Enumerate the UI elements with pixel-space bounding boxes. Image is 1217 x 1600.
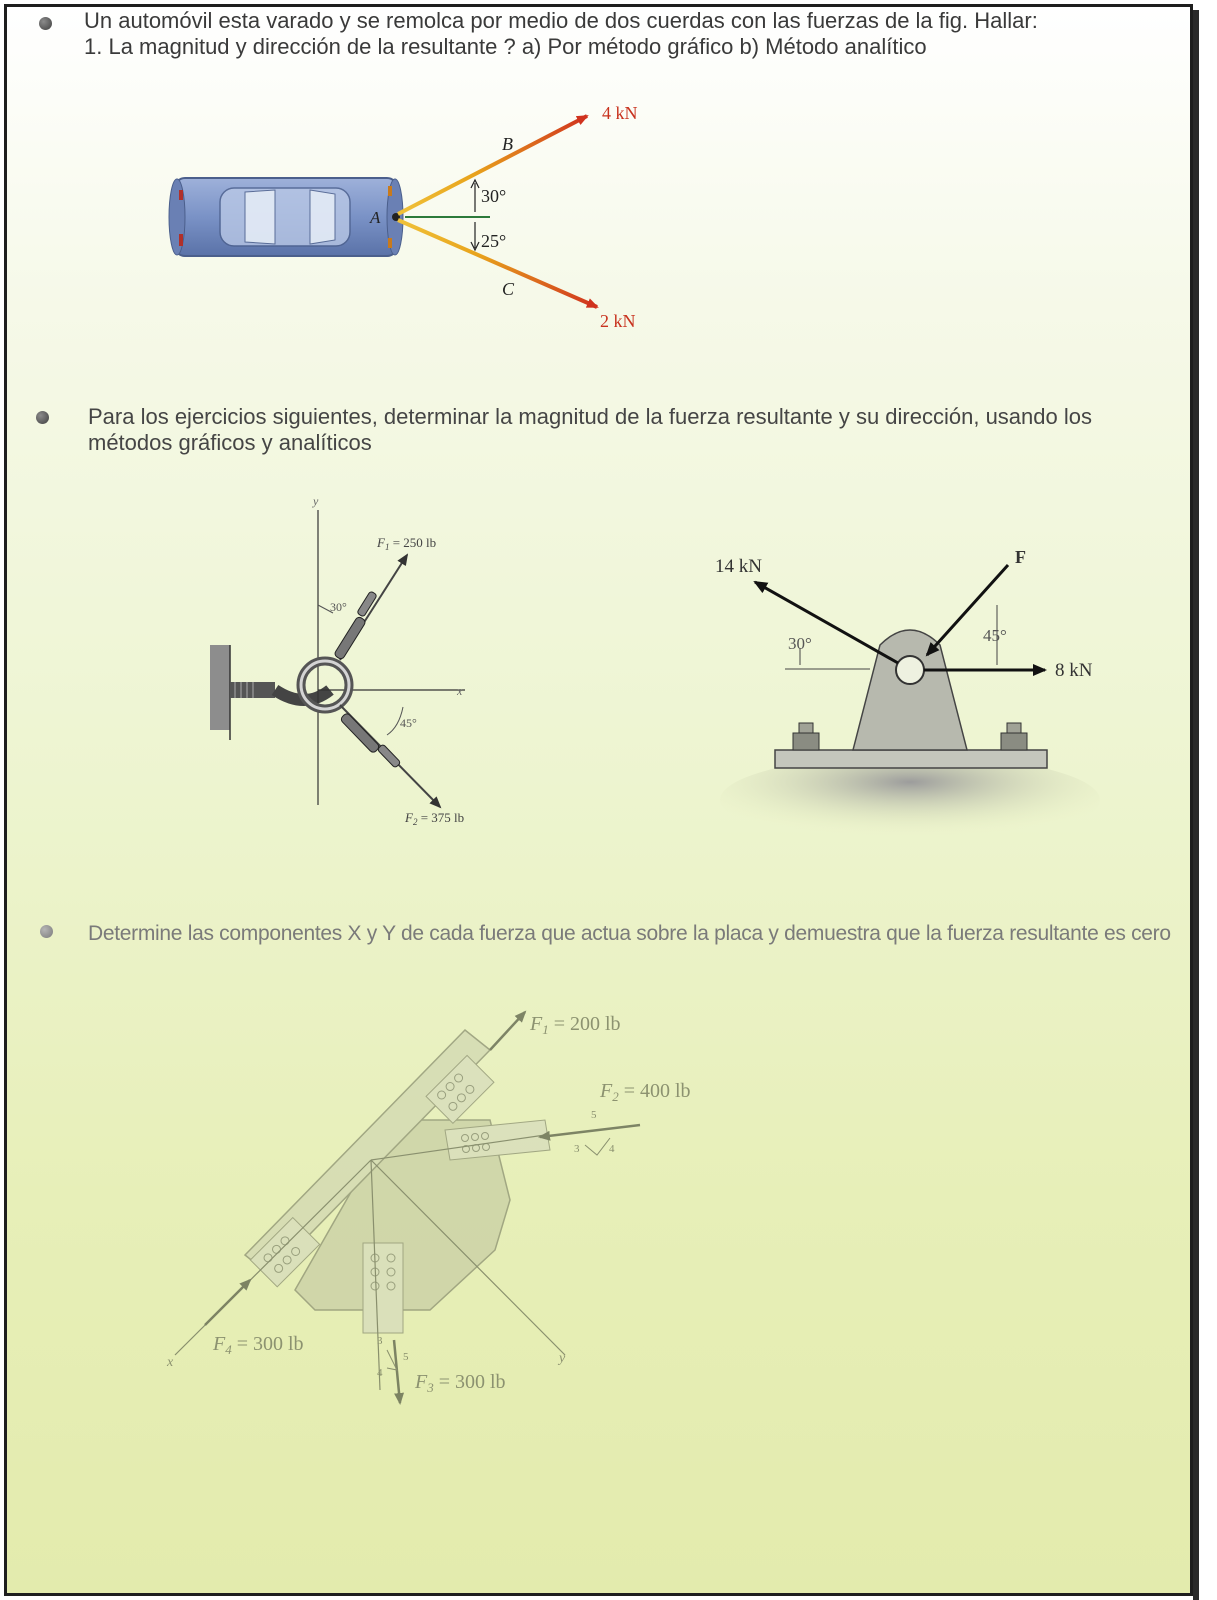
angle-30-label: 30° (330, 600, 347, 614)
angle-45-label: 45° (400, 716, 417, 730)
force-8kn-label: 8 kN (1055, 660, 1093, 681)
angle-30-label: 30° (481, 186, 506, 206)
force-14kn-arrow (753, 580, 899, 665)
problem-3-text: Determine las componentes X y Y de cada … (88, 922, 1171, 945)
force-c-label: 2 kN (600, 311, 636, 331)
f2-arrow (538, 1123, 641, 1141)
y-axis (370, 1159, 566, 1356)
rope-c-arrow (397, 218, 599, 309)
f3-arrow (392, 1339, 405, 1405)
f1-label: F1 = 250 lb (376, 535, 436, 552)
problem-2-text: Para los ejercicios siguientes, determin… (88, 404, 1092, 455)
f1-arrow (489, 1010, 527, 1051)
f1-connector (425, 1054, 495, 1124)
rope-b-arrow (397, 114, 589, 216)
pin (895, 655, 925, 685)
tri2-b: 4 (609, 1143, 615, 1155)
bullet-3 (40, 925, 53, 938)
bullet-2 (36, 411, 49, 424)
f4-label: F4 = 300 lb (212, 1333, 304, 1357)
problem-1-line-1: Un automóvil esta varado y se remolca po… (84, 8, 1038, 33)
f4-arrow (204, 1278, 252, 1326)
tri2-hyp: 5 (591, 1109, 597, 1121)
car (168, 177, 404, 257)
bolt-shank (230, 682, 334, 706)
bullet-1 (39, 17, 52, 30)
bolt-right (1000, 722, 1028, 751)
angle-25-label: 25° (481, 231, 506, 251)
label-b: B (502, 134, 513, 154)
angle-45-label: 45° (983, 626, 1007, 645)
gusset-plate (294, 1119, 511, 1311)
x-axis-label: x (456, 684, 463, 698)
problem-1-text: Un automóvil esta varado y se remolca po… (84, 8, 1174, 60)
label-a: A (369, 208, 381, 227)
gusset-plate-figure: 5 3 4 3 5 4 F1 = 200 lb F2 = 400 lb F3 =… (166, 1010, 691, 1405)
tri3-a: 3 (377, 1335, 383, 1347)
wall (210, 645, 230, 730)
eyebolt-figure: y x 30° 45° F1 = 250 lb F2 = 375 lb (210, 494, 465, 827)
base-plate (774, 749, 1048, 769)
y-axis-label: y (312, 494, 319, 508)
f1-label: F1 = 200 lb (529, 1013, 621, 1037)
label-c: C (502, 279, 515, 299)
f4-connector (249, 1216, 321, 1288)
force-f-arrow (925, 563, 1010, 657)
f2-label: F2 = 375 lb (404, 810, 464, 827)
force-14kn-label: 14 kN (715, 556, 762, 577)
point-a (392, 213, 400, 221)
f2-label: F2 = 400 lb (599, 1080, 691, 1104)
f3-connector (362, 1242, 404, 1334)
f3-label: F3 = 300 lb (414, 1371, 506, 1395)
bracket (852, 629, 968, 751)
floor-shadow (720, 755, 1100, 845)
bolt-left (792, 722, 820, 751)
problem-1-line-2: 1. La magnitud y dirección de la resulta… (84, 34, 927, 59)
force-f-label: F (1015, 547, 1026, 567)
y-axis-label: y (557, 1351, 566, 1366)
x-axis-label: x (166, 1355, 174, 1370)
force-b-label: 4 kN (602, 103, 638, 123)
bracket-figure: 14 kN F 8 kN 30° 45° (715, 547, 1100, 845)
tri2-a: 3 (574, 1143, 580, 1155)
angle-30-label: 30° (788, 634, 812, 653)
tri3-b: 4 (377, 1367, 383, 1379)
car-towing-figure: A 30° 25° B C 4 kN 2 kN (168, 103, 638, 331)
f2-connector (444, 1119, 551, 1161)
tri3-hyp: 5 (403, 1351, 409, 1363)
page-shadow (1193, 10, 1199, 1600)
